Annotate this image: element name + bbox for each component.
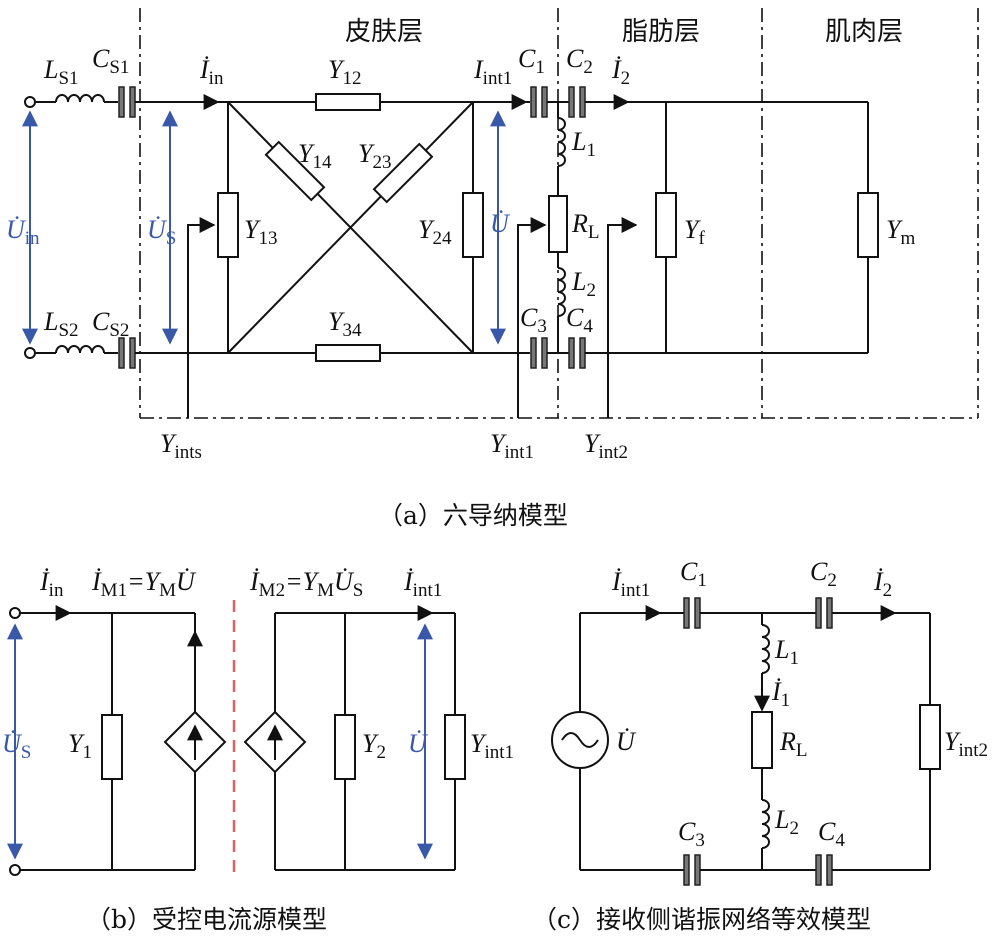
svg-text:C1: C1: [680, 557, 707, 591]
inductor-l1: [557, 117, 566, 167]
inductor-ls1: [55, 94, 105, 103]
svg-text:İ2: İ2: [873, 567, 892, 601]
svg-text:Yints: Yints: [160, 429, 202, 463]
admittance-y34: [315, 344, 381, 362]
svg-text:U̇S: U̇S: [2, 729, 31, 763]
label-ls1: LS1: [43, 55, 79, 89]
inductor-l2: [557, 267, 566, 317]
label-us: U̇S: [147, 215, 176, 249]
svg-text:Y23: Y23: [358, 139, 391, 173]
fat-layer-label: 脂肪层: [622, 17, 700, 47]
layer-boundaries: [139, 8, 979, 419]
admittance-y23: [372, 142, 434, 204]
svg-text:L1: L1: [774, 635, 799, 669]
c-inductor-l2: [761, 799, 770, 849]
pointer-yints: [187, 217, 216, 418]
svg-text:Yint1: Yint1: [490, 429, 534, 463]
svg-text:RL: RL: [571, 209, 600, 243]
caption-c: （c）接收侧谐振网络等效模型: [532, 905, 871, 934]
svg-text:İ2: İ2: [611, 55, 630, 89]
svg-text:C4: C4: [818, 817, 845, 851]
c-capacitor-c3: [683, 854, 690, 886]
svg-text:L2: L2: [774, 805, 799, 839]
label-u: U̇: [490, 209, 511, 238]
svg-text:İint1: İint1: [611, 567, 650, 601]
svg-text:L2: L2: [571, 267, 596, 301]
svg-text:C1: C1: [518, 44, 545, 78]
svg-text:C3: C3: [678, 817, 705, 851]
svg-text:L1: L1: [571, 127, 596, 161]
label-uin: U̇in: [6, 215, 40, 249]
svg-text:İin: İin: [39, 567, 64, 601]
c-capacitor-c1: [683, 597, 690, 629]
capacitor-c4: [568, 337, 575, 369]
svg-text:U̇: U̇: [408, 729, 429, 758]
svg-text:U̇: U̇: [616, 727, 637, 756]
svg-text:İM1=YMU̇: İM1=YMU̇: [91, 567, 197, 601]
svg-text:C4: C4: [566, 303, 593, 337]
inductor-ls2: [55, 345, 105, 354]
label-ls2: LS2: [43, 307, 79, 341]
svg-text:Y12: Y12: [328, 55, 361, 89]
caption-a: （a）六导纳模型: [378, 501, 568, 530]
svg-text:Yf: Yf: [684, 215, 705, 249]
pointer-yint2: [607, 217, 638, 418]
label-cs2: CS2: [92, 307, 129, 341]
svg-text:Ym: Ym: [886, 215, 915, 249]
panel-a-six-admittance-model: 皮肤层 脂肪层 肌肉层 LS1 CS1 LS2 CS2 İin U̇in U̇S: [6, 8, 979, 530]
admittance-y13: [217, 192, 239, 258]
svg-text:Y14: Y14: [298, 139, 332, 173]
svg-text:Yint2: Yint2: [584, 429, 628, 463]
svg-text:Y34: Y34: [328, 307, 362, 341]
label-cs1: CS1: [92, 44, 129, 78]
c-inductor-l1: [761, 624, 770, 674]
svg-text:RL: RL: [779, 727, 808, 761]
muscle-layer-label: 肌肉层: [825, 17, 903, 47]
svg-text:İint1: İint1: [403, 567, 442, 601]
admittance-y1: [101, 714, 123, 780]
capacitor-cs1-plate-right: [129, 86, 136, 118]
svg-text:Yint2: Yint2: [944, 727, 988, 761]
svg-text:Y1: Y1: [68, 729, 92, 763]
resistor-rl: [548, 195, 568, 253]
svg-text:C2: C2: [566, 44, 593, 78]
pointer-yint1: [517, 217, 547, 418]
input-terminal-top: [24, 96, 36, 108]
capacitor-c2: [568, 86, 575, 118]
svg-text:Iint1: Iint1: [473, 55, 512, 89]
svg-text:C3: C3: [520, 303, 547, 337]
c-capacitor-c2: [815, 597, 822, 629]
admittance-yf: [655, 192, 677, 258]
svg-text:Y2: Y2: [362, 729, 386, 763]
c-resistor-rl: [751, 711, 773, 769]
svg-text:C2: C2: [810, 557, 837, 591]
skin-layer-label: 皮肤层: [345, 17, 423, 47]
admittance-ym: [857, 192, 879, 258]
label-iin: İin: [199, 55, 224, 89]
panel-b-controlled-source-model: U̇S İin İM1=YMU̇ Y1 İM2=YMU̇S Y2 İint1 U…: [2, 567, 514, 934]
svg-text:İM2=YMU̇S: İM2=YMU̇S: [249, 567, 363, 601]
c-admittance-yint2: [919, 704, 941, 770]
input-terminal-bottom: [24, 347, 36, 359]
svg-text:Y13: Y13: [244, 215, 277, 249]
admittance-y2: [334, 714, 356, 780]
panel-c-receiver-resonant-network: U̇ İint1 C1 C2 İ2 L1 İ1 RL L2 C3 C4 Yint…: [532, 557, 988, 934]
admittance-y12: [315, 93, 381, 111]
capacitor-c1: [530, 86, 537, 118]
svg-text:İ1: İ1: [771, 677, 790, 711]
c-capacitor-c4: [815, 854, 822, 886]
capacitor-c3: [530, 337, 537, 369]
capacitor-cs1-plate-left: [118, 86, 125, 118]
admittance-y14: [264, 140, 326, 202]
svg-text:Yint1: Yint1: [470, 729, 514, 763]
caption-b: （b）受控电流源模型: [86, 905, 327, 934]
svg-text:Y24: Y24: [418, 215, 452, 249]
admittance-y24: [462, 192, 484, 258]
admittance-yint1: [444, 714, 466, 780]
